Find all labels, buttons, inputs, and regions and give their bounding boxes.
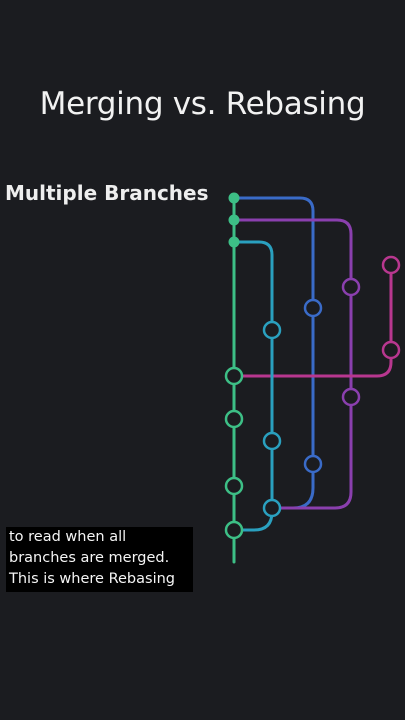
purple-commit-node: [341, 277, 361, 297]
main-commit-dot: [228, 236, 240, 248]
main-commit-node: [224, 366, 244, 386]
teal-commit-node: [262, 431, 282, 451]
subtitle-caption: to read when all branches are merged. Th…: [6, 527, 193, 592]
main-commit-node: [224, 520, 244, 540]
caption-line: branches are merged.: [9, 550, 170, 566]
magenta-commit-node: [381, 255, 401, 275]
main-commit-node: [224, 476, 244, 496]
magenta-commit-node: [381, 340, 401, 360]
teal-commit-node: [262, 498, 282, 518]
teal-commit-node: [262, 320, 282, 340]
main-commit-node: [224, 409, 244, 429]
magenta-branch-line: [232, 263, 393, 378]
purple-commit-node: [341, 387, 361, 407]
section-label: Multiple Branches: [5, 181, 209, 205]
caption-line: This is where Rebasing: [9, 571, 175, 587]
purple-branch-line: [232, 218, 353, 510]
blue-commit-node: [303, 298, 323, 318]
main-commit-dot: [228, 192, 240, 204]
teal-branch-line: [232, 240, 274, 532]
caption-line: to read when all: [9, 529, 127, 545]
blue-commit-node: [303, 454, 323, 474]
page-title: Merging vs. Rebasing: [39, 86, 366, 122]
main-commit-dot: [228, 214, 240, 226]
